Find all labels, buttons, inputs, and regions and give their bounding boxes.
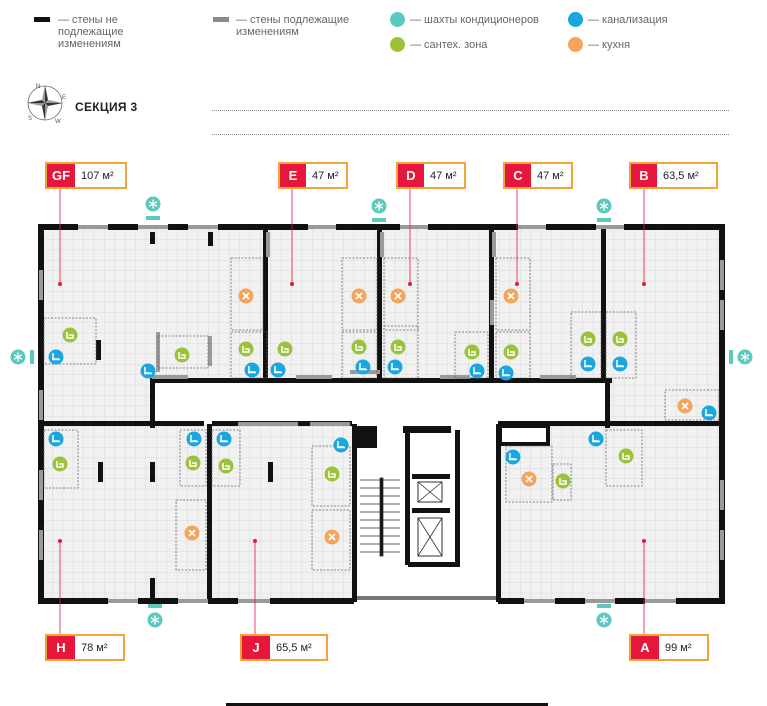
legend-modifiable-walls: — стены подлежащие изменениям <box>236 14 350 38</box>
sewerage-icon <box>568 12 583 27</box>
unit-code: B <box>631 164 657 187</box>
legend-ac-shafts: — шахты кондиционеров <box>410 14 539 26</box>
legend-kitchen: — кухня <box>588 39 631 51</box>
unit-area: 47 м² <box>537 169 564 182</box>
unit-area: 65,5 м² <box>276 641 312 654</box>
unit-code: A <box>631 636 659 659</box>
unit-badge-c[interactable]: C 47 м² <box>503 162 573 189</box>
unit-badge-b[interactable]: B 63,5 м² <box>629 162 718 189</box>
plumbing-zone-icon <box>390 37 405 52</box>
unit-area: 47 м² <box>430 169 457 182</box>
unit-code: C <box>505 164 531 187</box>
fixture-outlines <box>43 257 720 571</box>
unit-badge-j[interactable]: J 65,5 м² <box>240 634 328 661</box>
unit-area: 78 м² <box>81 641 108 654</box>
compass-w: W <box>55 119 61 125</box>
unit-badge-d[interactable]: D 47 м² <box>396 162 466 189</box>
unit-code: E <box>280 164 306 187</box>
bottom-bar <box>226 703 548 706</box>
unit-area: 47 м² <box>312 169 339 182</box>
unit-area: 63,5 м² <box>663 169 699 182</box>
legend-plumbing-zone: — сантех. зона <box>410 39 488 51</box>
kitchen-icon <box>568 37 583 52</box>
section-title: СЕКЦИЯ 3 <box>75 100 138 114</box>
ac-shaft-icon <box>390 12 405 27</box>
compass-n: N <box>36 84 40 90</box>
leader-lines <box>59 188 645 634</box>
unit-area: 107 м² <box>81 169 114 182</box>
unit-badge-h[interactable]: H 78 м² <box>45 634 125 661</box>
divider-line <box>212 110 729 111</box>
unit-area: 99 м² <box>665 641 692 654</box>
compass-e: E <box>62 95 66 101</box>
legend-fixed-walls: — стены не подлежащие изменениям <box>58 14 124 50</box>
compass-s: S <box>28 116 32 122</box>
building-core <box>357 424 550 600</box>
unit-code: GF <box>47 164 75 187</box>
unit-badge-gf[interactable]: GF 107 м² <box>45 162 127 189</box>
modifiable-walls-swatch <box>213 17 229 22</box>
compass: N S E W <box>27 84 66 125</box>
divider-line <box>212 134 729 135</box>
modifiable-walls <box>39 225 724 603</box>
ac-shaft-markers <box>9 195 754 629</box>
unit-code: D <box>398 164 424 187</box>
legend-sewerage: — канализация <box>588 14 668 26</box>
fixed-walls-swatch <box>34 17 50 22</box>
unit-badge-a[interactable]: A 99 м² <box>629 634 709 661</box>
unit-badge-e[interactable]: E 47 м² <box>278 162 348 189</box>
unit-code: H <box>47 636 75 659</box>
unit-code: J <box>242 636 270 659</box>
